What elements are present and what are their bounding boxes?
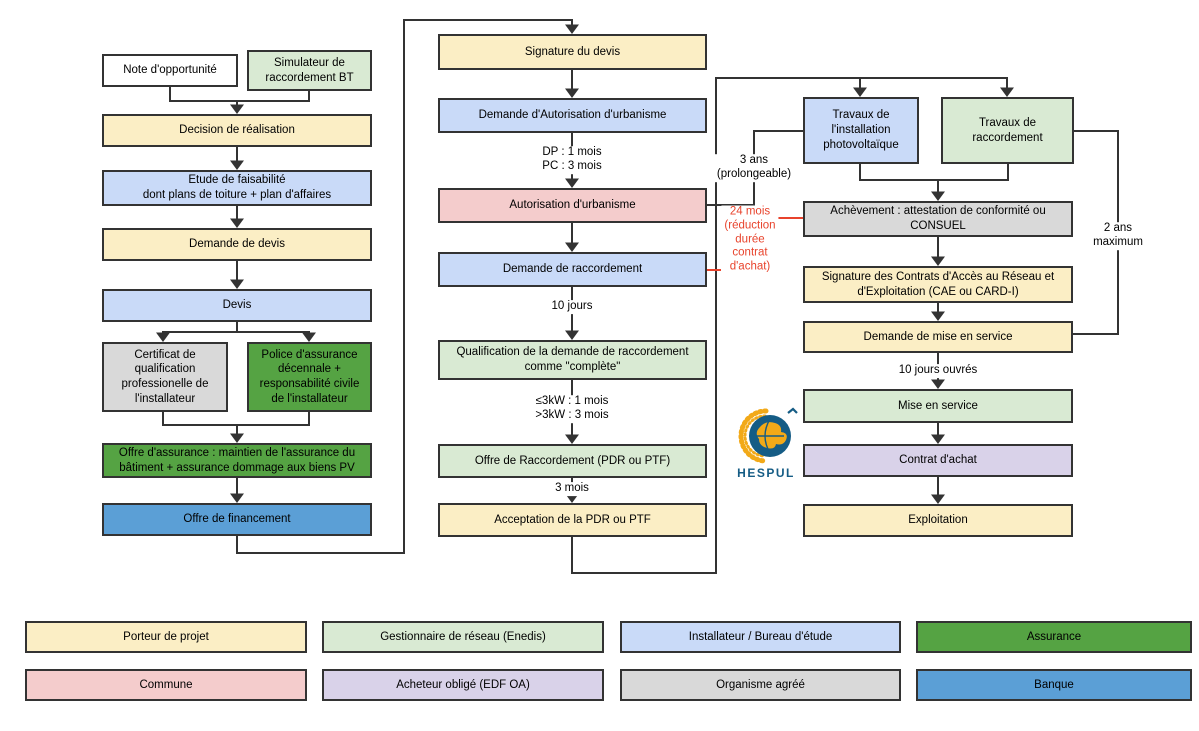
node-travaux-raccordement: Travaux de raccordement xyxy=(941,97,1074,164)
node-acceptation-pdr-ptf: Acceptation de la PDR ou PTF xyxy=(438,503,707,537)
node-demande-autorisation-urbanisme: Demande d'Autorisation d'urbanisme xyxy=(438,98,707,133)
edge-label-10-jours-ouvres: 10 jours ouvrés xyxy=(895,364,981,378)
node-travaux-installation-pv: Travaux de l'installation photovoltaïque xyxy=(803,97,919,164)
legend-gestionnaire-reseau: Gestionnaire de réseau (Enedis) xyxy=(322,621,604,653)
node-police-assurance: Police d'assurance décennale + responsab… xyxy=(247,342,372,412)
edge-label-3-ans: 3 ans (prolongeable) xyxy=(713,154,795,182)
node-certificat-qualification: Certificat de qualification professionel… xyxy=(102,342,228,412)
hespul-wordmark: HESPUL xyxy=(737,466,795,480)
node-etude-faisabilite: Etude de faisabilité dont plans de toitu… xyxy=(102,170,372,206)
node-contrat-achat: Contrat d'achat xyxy=(803,444,1073,477)
node-simulateur-raccordement: Simulateur de raccordement BT xyxy=(247,50,372,91)
legend-organisme-agree: Organisme agréé xyxy=(620,669,901,701)
node-offre-financement: Offre de financement xyxy=(102,503,372,536)
node-exploitation: Exploitation xyxy=(803,504,1073,537)
node-qualification-demande: Qualification de la demande de raccordem… xyxy=(438,340,707,380)
node-demande-devis: Demande de devis xyxy=(102,228,372,261)
hespul-logo: HESPUL xyxy=(731,407,801,480)
node-demande-mise-en-service: Demande de mise en service xyxy=(803,321,1073,353)
legend-porteur-de-projet: Porteur de projet xyxy=(25,621,307,653)
node-signature-devis: Signature du devis xyxy=(438,34,707,70)
node-decision-realisation: Decision de réalisation xyxy=(102,114,372,147)
legend-acheteur-oblige: Acheteur obligé (EDF OA) xyxy=(322,669,604,701)
edge-label-24-mois: 24 mois (réduction durée contrat d'achat… xyxy=(721,205,779,275)
legend-commune: Commune xyxy=(25,669,307,701)
edge-label-2-ans: 2 ans maximum xyxy=(1090,222,1146,250)
edge-label-3kw: ≤3kW : 1 mois >3kW : 3 mois xyxy=(532,395,612,423)
edge-label-dp-pc: DP : 1 mois PC : 3 mois xyxy=(539,146,605,174)
hespul-globe-icon xyxy=(738,407,798,464)
node-offre-assurance: Offre d'assurance : maintien de l'assura… xyxy=(102,443,372,478)
legend-banque: Banque xyxy=(916,669,1192,701)
node-devis: Devis xyxy=(102,289,372,322)
node-autorisation-urbanisme: Autorisation d'urbanisme xyxy=(438,188,707,223)
node-achevement-consuel: Achèvement : attestation de conformité o… xyxy=(803,201,1073,237)
edge-label-3-mois: 3 mois xyxy=(552,482,592,496)
node-mise-en-service: Mise en service xyxy=(803,389,1073,423)
node-offre-raccordement: Offre de Raccordement (PDR ou PTF) xyxy=(438,444,707,478)
legend-assurance: Assurance xyxy=(916,621,1192,653)
node-note-opportunite: Note d'opportunité xyxy=(102,54,238,87)
legend-installateur-bureau-etude: Installateur / Bureau d'étude xyxy=(620,621,901,653)
node-signature-contrats-cae: Signature des Contrats d'Accès au Réseau… xyxy=(803,266,1073,303)
node-demande-raccordement: Demande de raccordement xyxy=(438,252,707,287)
edge-label-10-jours: 10 jours xyxy=(548,300,596,314)
